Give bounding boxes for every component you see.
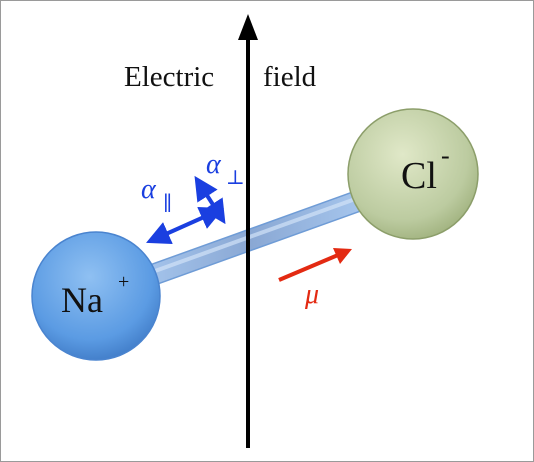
ionic-bond: [126, 185, 376, 294]
chlorine-symbol: Cl: [401, 155, 437, 197]
parallel-polarizability-arrow: [146, 206, 224, 245]
alpha-perpendicular-subscript: ⊥: [226, 167, 245, 189]
sodium-charge: +: [118, 271, 129, 293]
alpha-parallel-symbol: α: [141, 174, 157, 205]
sodium-symbol: Na: [61, 280, 103, 320]
dipole-moment-arrow: [278, 248, 352, 282]
chlorine-charge: -: [441, 141, 450, 170]
mu-symbol: μ: [304, 279, 319, 310]
perpendicular-polarizability-arrow: [194, 175, 226, 225]
electric-field-arrow: [238, 14, 258, 448]
field-label-right: field: [263, 61, 317, 93]
field-label-left: Electric: [124, 61, 214, 93]
alpha-perpendicular-symbol: α: [206, 149, 222, 180]
chlorine-atom: [347, 108, 479, 240]
sodium-atom: [31, 231, 161, 361]
alpha-parallel-subscript: ∥: [163, 193, 172, 215]
